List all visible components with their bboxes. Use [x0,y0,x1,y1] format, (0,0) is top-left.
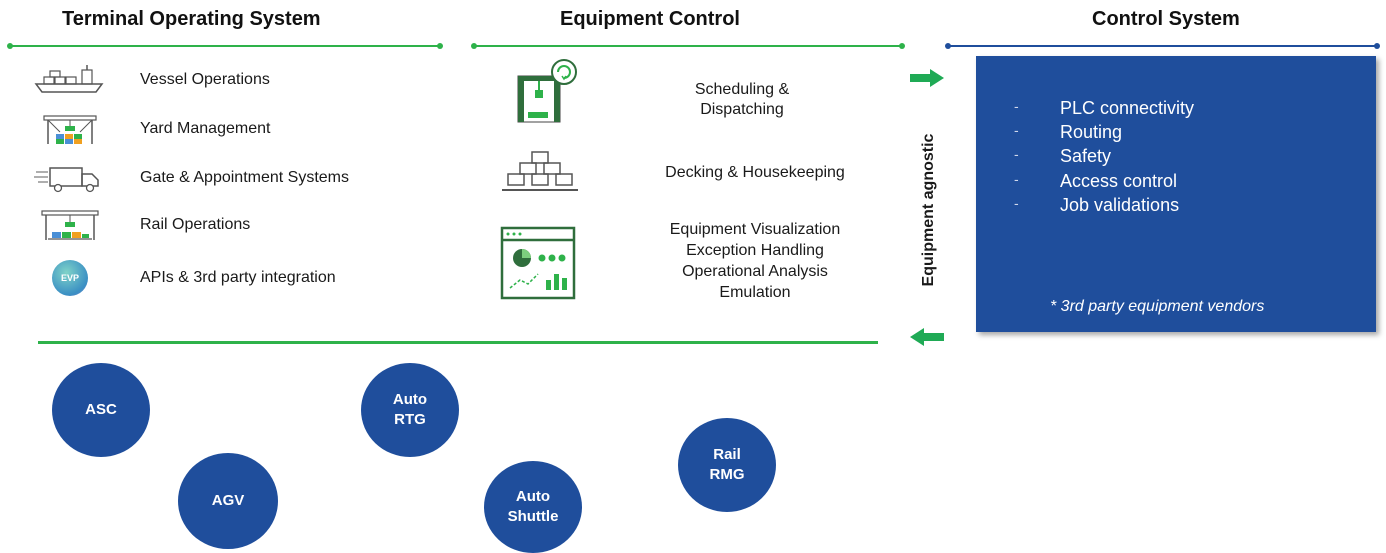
equipment-divider [38,341,878,344]
tos-rule-start-dot [7,43,13,49]
equipment-line: Shuttle [507,508,559,525]
cs-rule-end-dot [1374,43,1380,49]
cs-rule-start-dot [945,43,951,49]
cs-title: Control System [1092,8,1240,30]
tos-rule-end-dot [437,43,443,49]
equipment-line: Auto [515,488,551,505]
tos-item-yard: Yard Management [30,112,270,146]
ec-rule-end-dot [899,43,905,49]
ec-item-line: Scheduling & [694,81,790,98]
equipment-line: RTG [394,411,426,428]
arrow-right-icon [910,69,944,87]
tos-item-label: Vessel Operations [140,71,270,88]
equipment-line: RMG [709,466,745,483]
stacked-containers-icon [500,148,580,198]
cs-item-text: Safety [1060,146,1112,166]
ec-item-line: Dispatching [700,101,784,118]
tos-item-rail: Rail Operations [30,208,250,242]
cs-footnote: * 3rd party equipment vendors [1050,298,1265,315]
equipment-line: ASC [85,401,117,418]
ec-item-line: Equipment Visualization [669,221,841,238]
cs-bullet: - [1014,122,1019,138]
equipment-line: AGV [211,492,245,509]
ec-rule-start-dot [471,43,477,49]
tos-item-apis: EVP APIs & 3rd party integration [30,260,336,296]
vessel-icon [30,63,110,97]
yard-crane-icon [30,112,110,146]
cs-item-text: Routing [1060,122,1123,142]
cs-bullet: - [1014,98,1019,114]
ec-item-scheduling: Scheduling & Dispatching [672,80,812,120]
tos-rule [10,45,442,47]
evp-badge-icon: EVP [30,260,110,296]
ec-item-line: Emulation [719,284,791,301]
tos-item-label: Yard Management [140,120,271,137]
tos-item-label: Rail Operations [140,216,251,233]
tos-item-label: APIs & 3rd party integration [140,269,336,286]
cs-bullet: - [1014,195,1019,211]
equipment-asc: ASC [52,363,150,457]
tos-item-vessel: Vessel Operations [30,63,270,97]
equipment-line: Auto [392,391,428,408]
equipment-auto-shuttle: Auto Shuttle [484,461,582,553]
ec-item-decking: Decking & Housekeeping [650,163,860,183]
cs-bullet: - [1014,171,1019,187]
tos-item-gate: Gate & Appointment Systems [30,161,349,195]
equipment-line: Rail [713,446,741,463]
rail-crane-icon [30,208,110,242]
tos-item-label: Gate & Appointment Systems [140,169,349,186]
equipment-rail-rmg: Rail RMG [678,418,776,512]
control-system-box: - PLC connectivity - Routing - Safety - … [976,56,1376,332]
truck-icon [30,161,110,195]
ec-item-line: Exception Handling [686,242,824,259]
cs-item-text: Access control [1060,171,1178,191]
equipment-agnostic-label: Equipment agnostic [884,110,974,310]
cs-bullet: - [1014,146,1019,162]
ec-item-visualization: Equipment Visualization Exception Handli… [650,219,860,303]
ec-rule [474,45,904,47]
ec-title: Equipment Control [560,8,740,30]
dashboard-icon [500,226,578,302]
ec-item-line: Operational Analysis [682,263,828,280]
cs-item-text: Job validations [1060,195,1180,215]
ec-item-line: Decking & Housekeeping [665,164,845,181]
evp-badge-text: EVP [52,260,88,296]
equipment-agv: AGV [178,453,278,549]
dispatch-crane-icon [514,58,580,128]
arrow-left-icon [910,328,944,346]
equipment-agnostic-text: Equipment agnostic [920,133,937,287]
equipment-auto-rtg: Auto RTG [361,363,459,457]
tos-title: Terminal Operating System [62,8,321,30]
cs-item-text: PLC connectivity [1060,98,1195,118]
cs-rule [948,45,1378,47]
